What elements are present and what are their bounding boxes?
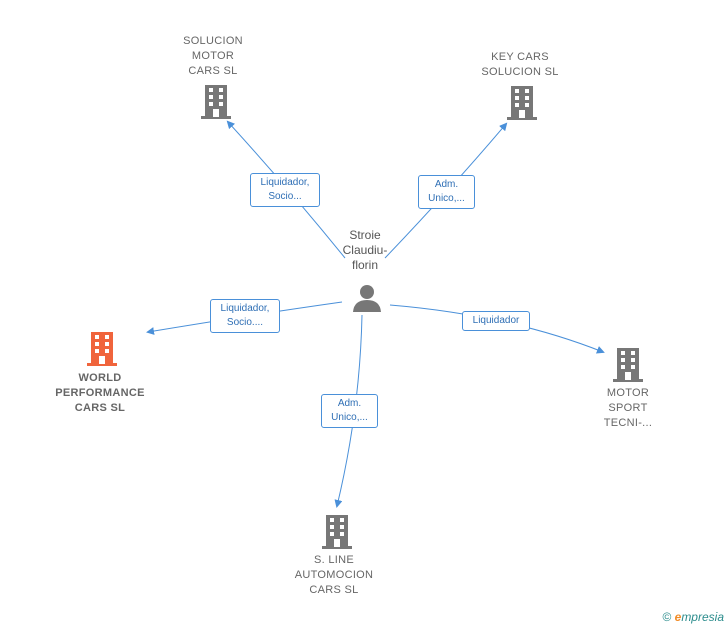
brand-logo-rest: mpresia bbox=[681, 610, 724, 624]
company-name: WORLD PERFORMANCE CARS SL bbox=[55, 372, 145, 414]
copyright-symbol: © bbox=[662, 610, 672, 624]
person-name: Stroie Claudiu- florin bbox=[342, 228, 388, 272]
relation-label-motor-sport[interactable]: Liquidador bbox=[462, 311, 530, 331]
company-name: SOLUCION MOTOR CARS SL bbox=[183, 35, 243, 77]
company-name: MOTOR SPORT TECNI-... bbox=[603, 387, 653, 429]
relation-label-solucion-motor[interactable]: Liquidador, Socio... bbox=[250, 173, 320, 207]
building-icon bbox=[201, 85, 231, 119]
building-icon bbox=[613, 348, 643, 382]
brand-logo-e: e bbox=[674, 610, 682, 624]
relation-label-key-cars[interactable]: Adm. Unico,... bbox=[418, 175, 475, 209]
relation-label-s-line[interactable]: Adm. Unico,... bbox=[321, 394, 378, 428]
company-name: S. LINE AUTOMOCION CARS SL bbox=[294, 554, 374, 596]
person-icon bbox=[353, 285, 381, 312]
relation-label-world-performance[interactable]: Liquidador, Socio.... bbox=[210, 299, 280, 333]
building-icon bbox=[507, 86, 537, 120]
brand-footer: © empresia bbox=[662, 610, 724, 624]
building-icon bbox=[322, 515, 352, 549]
building-icon bbox=[87, 332, 117, 366]
company-name: KEY CARS SOLUCION SL bbox=[481, 51, 559, 78]
